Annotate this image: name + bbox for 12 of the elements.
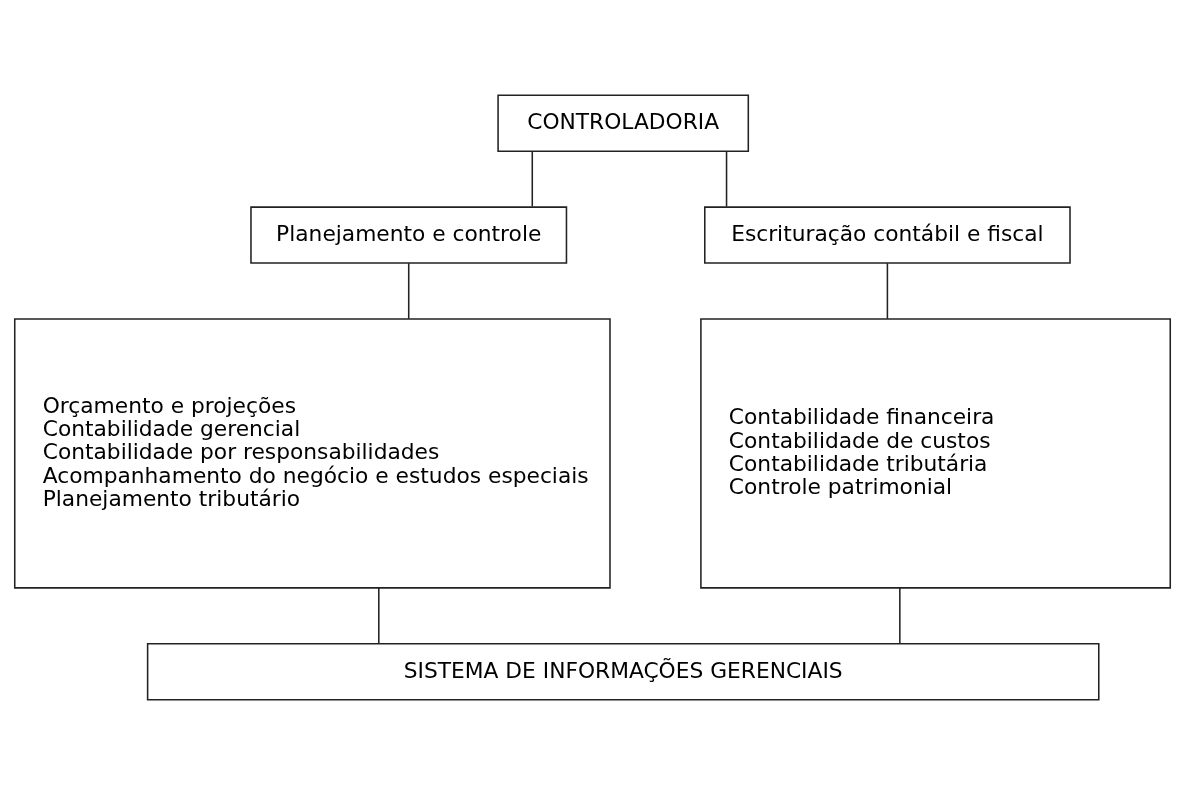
node-box: Contabilidade financeira Contabilidade de custos Contabilidade tributária Controle patrimonial <box>700 317 1172 589</box>
node-box: Orçamento e projeções Contabilidade gerencial Contabilidade por responsabilidades Acompanhamento do negócio e estudos especiais Planejamento tributário <box>13 317 611 589</box>
node-box: CONTROLADORIA <box>497 93 750 152</box>
node-box: Planejamento e controle <box>250 205 568 264</box>
connector <box>378 586 380 645</box>
connector <box>725 150 728 207</box>
connector <box>886 261 889 320</box>
connector <box>531 150 534 207</box>
connector <box>407 261 410 320</box>
node-box: SISTEMA DE INFORMAÇÕES GERENCIAIS <box>146 642 1100 701</box>
node-box: Escrituração contábil e fiscal <box>704 205 1071 264</box>
connector <box>899 586 901 645</box>
